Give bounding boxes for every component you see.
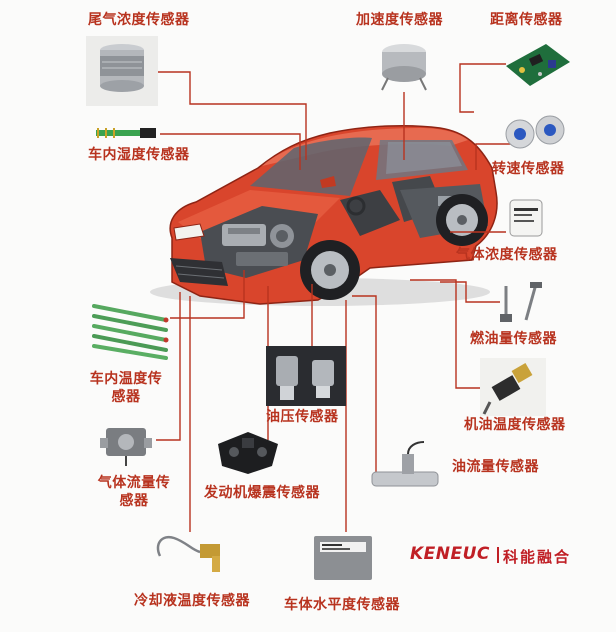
label-fuellevel: 燃油量传感器: [470, 331, 557, 347]
float-rod-pair-icon: [500, 282, 542, 322]
pressure-switch-pair-icon: [266, 346, 346, 406]
black-knock-sensor-icon: [218, 432, 278, 474]
grey-box-module-icon: [314, 536, 372, 580]
label-cabinhumidity: 车内湿度传感器: [88, 147, 190, 163]
label-coolant: 冷却液温度传感器: [134, 593, 250, 609]
label-gasconc: 气体浓度传感器: [456, 247, 558, 263]
label-oilflow: 油流量传感器: [452, 459, 539, 475]
label-speed: 转速传感器: [492, 161, 565, 177]
label-knock: 发动机爆震传感器: [204, 485, 320, 501]
label-gasflow: 气体流量传感器: [97, 475, 171, 509]
inline-flow-tube-icon: [371, 441, 439, 487]
label-level: 车体水平度传感器: [284, 597, 400, 613]
green-probe-strip-icon: [96, 128, 156, 138]
brass-temperature-sender-icon: [480, 358, 546, 416]
rotary-encoder-pair-icon: [505, 115, 565, 149]
car-icon: [150, 124, 498, 306]
label-oiltemp: 机油温度传感器: [464, 417, 566, 433]
silver-puck-sensor-icon: [381, 44, 427, 91]
flow-meter-block-icon: [100, 428, 152, 466]
logo-divider: [497, 547, 499, 563]
logo-brand: KENEUC: [410, 544, 490, 564]
label-oilpressure: 油压传感器: [266, 409, 339, 425]
brass-probe-with-wire-icon: [156, 535, 220, 572]
green-circuit-board-icon: [506, 44, 570, 86]
metal-mesh-cylinder-icon: [86, 36, 158, 106]
white-gas-cell-icon: [509, 199, 543, 237]
label-distance: 距离传感器: [490, 12, 563, 28]
label-tailgas: 尾气浓度传感器: [88, 12, 190, 28]
label-accel: 加速度传感器: [356, 12, 443, 28]
label-cabintemp: 车内温度传感器: [89, 371, 163, 405]
brand-logo: KENEUC 科能融合: [410, 544, 610, 568]
logo-name: 科能融合: [503, 548, 572, 566]
glass-probe-bundle-icon: [92, 304, 169, 360]
